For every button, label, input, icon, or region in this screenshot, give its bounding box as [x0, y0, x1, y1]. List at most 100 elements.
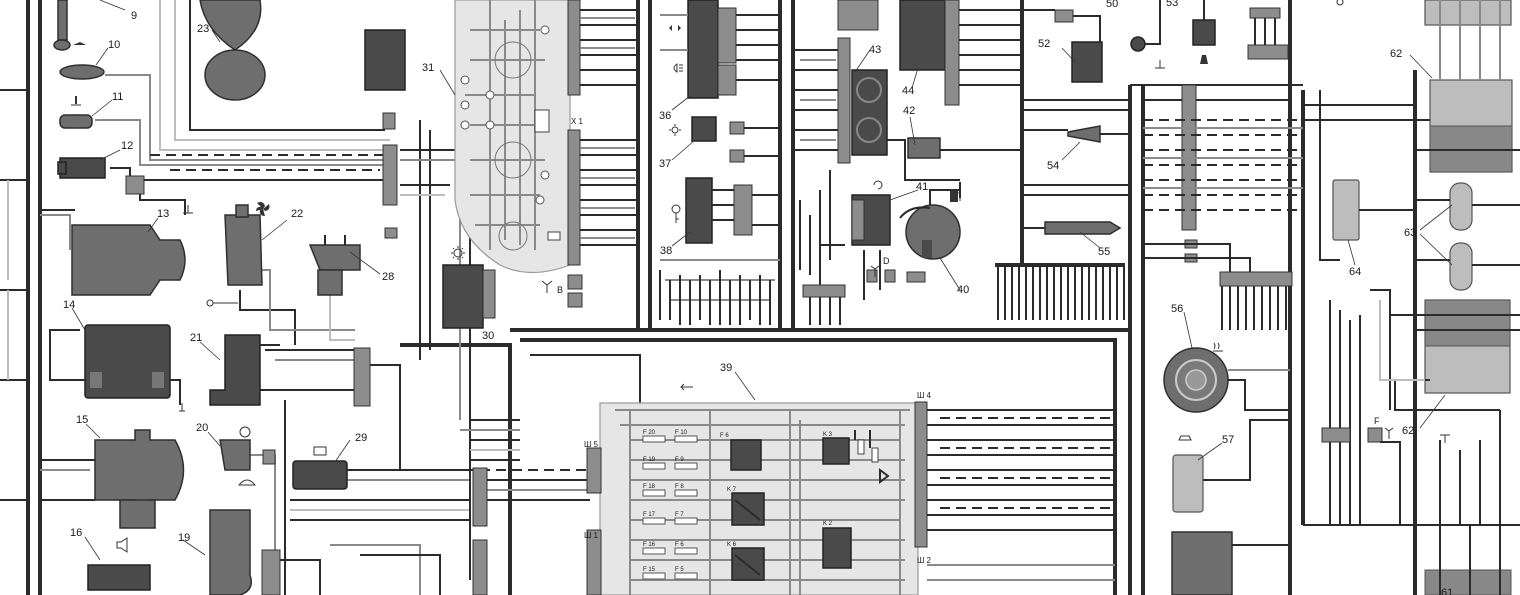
relay-label: K 2	[823, 521, 833, 527]
camera-icon	[313, 446, 327, 456]
relay-label: K 7	[727, 487, 737, 493]
label-36: 36	[659, 110, 671, 122]
fuse-labels: F 20 F 10 F 19 F 9 F 18 F 8 F 17 F 7 F 1…	[643, 430, 688, 573]
label-connector-x1: X 1	[571, 117, 584, 126]
label-42: 42	[903, 105, 915, 117]
mark-d: D	[883, 256, 890, 266]
label-41: 41	[916, 181, 928, 193]
label-62-top: 62	[1390, 48, 1402, 60]
fuse-label: F 16	[643, 542, 656, 548]
label-29: 29	[355, 432, 367, 444]
fuse-label: F 19	[643, 457, 656, 463]
fuse-label: F 18	[643, 484, 656, 490]
label-13: 13	[157, 208, 169, 220]
label-31: 31	[422, 62, 434, 74]
fuse-label: F 17	[643, 512, 656, 518]
seat-heat-icon	[1200, 55, 1208, 64]
relay-label: F 6	[720, 433, 729, 439]
label-9: 9	[131, 10, 137, 22]
top-right-components	[1022, 0, 1303, 330]
label-56: 56	[1171, 303, 1183, 315]
refresh-icon	[873, 180, 883, 190]
ring-terminal-icon	[206, 299, 238, 307]
label-10: 10	[108, 39, 120, 51]
label-12: 12	[121, 140, 133, 152]
label-54: 54	[1047, 160, 1059, 172]
label-15: 15	[76, 414, 88, 426]
pump-arrow-icon	[239, 426, 251, 438]
mark-f: F	[1374, 416, 1380, 426]
ground-icon	[1155, 60, 1165, 69]
label-61: 61	[1441, 587, 1453, 595]
label-21: 21	[190, 332, 202, 344]
label-11: 11	[112, 91, 123, 103]
right-components	[1163, 0, 1520, 595]
fuse-label: F 10	[675, 430, 688, 436]
relay-label: K 3	[823, 432, 833, 438]
horn-icon	[116, 537, 128, 553]
headlight-icon	[673, 63, 683, 73]
ring-terminal-icon	[1336, 0, 1344, 6]
leader-lines	[71, 0, 1453, 561]
fuel-pump-icon	[950, 190, 961, 202]
wiper-icon	[237, 479, 257, 486]
small-marks: B D F	[557, 256, 1380, 426]
fan-icon	[256, 202, 270, 216]
fuse-label: F 8	[675, 484, 684, 490]
temperature-icon	[71, 96, 81, 106]
ground-icon	[183, 205, 193, 214]
label-63: 63	[1404, 227, 1416, 239]
label-connector-w4: Ш 4	[917, 391, 932, 400]
turn-signal-icon	[669, 25, 681, 31]
fuse-relay-box	[586, 401, 1115, 595]
fuse-label: F 15	[643, 567, 656, 573]
key-icon	[671, 204, 681, 223]
light-bulb-icon	[451, 246, 465, 260]
label-43: 43	[869, 44, 881, 56]
label-37: 37	[659, 158, 671, 170]
label-52: 52	[1038, 38, 1050, 50]
symbol-icons	[71, 0, 1450, 553]
arrow-left-icon	[680, 383, 693, 391]
fuse-label: F 6	[675, 542, 684, 548]
label-connector-w2: Ш 2	[917, 556, 932, 565]
label-30: 30	[482, 330, 494, 342]
instrument-cluster-panel	[454, 0, 640, 308]
fuse-label: F 9	[675, 457, 684, 463]
label-connector-w5: Ш 5	[584, 440, 599, 449]
ground-icon	[1440, 434, 1450, 443]
lamp-icon	[1178, 435, 1192, 441]
heater-icon	[1213, 342, 1223, 352]
mark-b: B	[557, 285, 563, 295]
sun-icon	[669, 124, 681, 136]
fuse-label: F 5	[675, 567, 684, 573]
label-53: 53	[1166, 0, 1178, 9]
label-50: 50	[1106, 0, 1118, 10]
fuse-label: F 20	[643, 430, 656, 436]
component-labels: 9 10 11 12 13 14 15 16 19 20 21 22 23 28…	[63, 0, 1453, 595]
label-40: 40	[957, 284, 969, 296]
label-23: 23	[197, 23, 209, 35]
antenna-icon	[541, 280, 553, 293]
label-44: 44	[902, 85, 914, 97]
ground-icon	[179, 403, 185, 412]
label-57: 57	[1222, 434, 1234, 446]
label-19: 19	[178, 532, 190, 544]
label-39: 39	[720, 362, 732, 374]
label-38: 38	[660, 245, 672, 257]
left-components	[53, 0, 496, 595]
label-28: 28	[382, 271, 394, 283]
fuse-label: F 7	[675, 512, 684, 518]
relay-label: K 6	[727, 542, 737, 548]
label-64: 64	[1349, 266, 1361, 278]
label-62-bottom: 62	[1402, 425, 1414, 437]
label-16: 16	[70, 527, 82, 539]
label-22: 22	[291, 208, 303, 220]
relay-labels: K 3 K 7 K 6 K 2 F 6	[720, 432, 833, 548]
center-upper-components	[659, 0, 1125, 325]
label-connector-w1: Ш 1	[584, 531, 599, 540]
oil-can-icon	[73, 42, 86, 45]
connector-labels: X 1 Ш 1 Ш 2 Ш 4 Ш 5	[571, 117, 932, 565]
